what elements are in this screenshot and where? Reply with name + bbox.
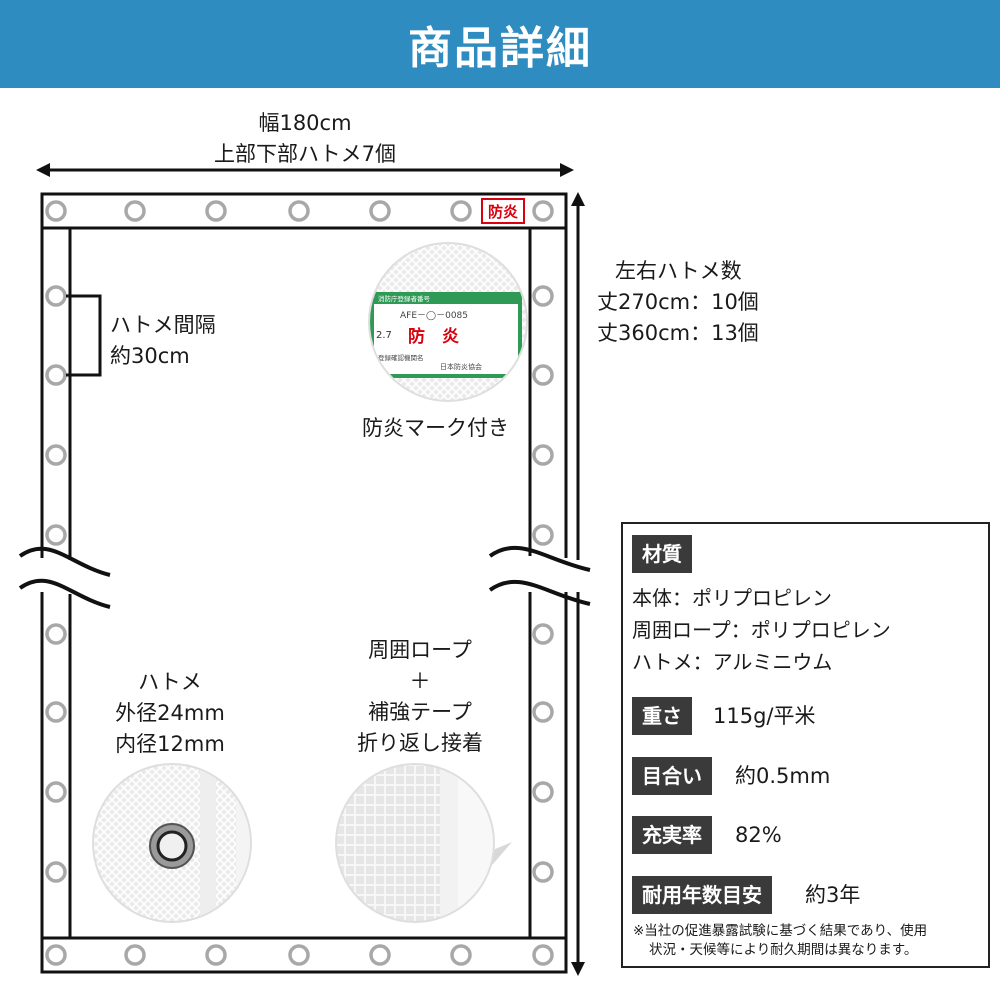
flame-mark-caption: 防炎マーク付き: [362, 416, 509, 440]
edge-fold: 折り返し接着: [357, 731, 483, 755]
note-line-2: 状況・天候等により耐久期間は異なります。: [649, 942, 918, 958]
page-title: 商品詳細: [0, 0, 1000, 88]
edge-caption: 周囲ロープ ＋ 補強テープ 折り返し接着: [320, 635, 520, 759]
fill-rate-tag: 充実率: [632, 816, 712, 854]
flame-label-code: AFE－◯－0085: [400, 311, 468, 321]
fill-rate-value: 82%: [735, 823, 782, 847]
material-grommet: ハトメ：アルミニウム: [632, 650, 833, 674]
flame-label-mark: 防 炎: [408, 326, 459, 347]
note-line-1: ※当社の促進暴露試験に基づく結果であり、使用: [633, 923, 928, 939]
material-body: 本体：ポリプロピレン: [632, 586, 832, 610]
break-mark: [0, 545, 600, 609]
width-arrow: [36, 163, 574, 177]
flame-label-footer2: 日本防炎協会: [440, 362, 482, 371]
mesh-tag: 目合い: [632, 757, 712, 795]
weight-tag: 重さ: [632, 697, 692, 735]
width-label: 幅180cm 上部下部ハトメ7個: [200, 108, 410, 170]
spacing-label: ハトメ間隔 約30cm: [110, 310, 216, 372]
grommet-inner: 内径12mm: [115, 732, 225, 756]
grommets: [45, 200, 554, 966]
material-rope: 周囲ロープ：ポリプロピレン: [632, 618, 891, 642]
spacing-title: ハトメ間隔: [110, 313, 216, 337]
spacing-bracket: [66, 294, 102, 377]
edge-plus: ＋: [409, 669, 431, 693]
material-tag: 材質: [632, 535, 692, 573]
grommet-callout: [92, 763, 252, 923]
durability-note: ※当社の促進暴露試験に基づく結果であり、使用 状況・天候等により耐久期間は異なり…: [633, 922, 927, 960]
spacing-value: 約30cm: [110, 344, 190, 368]
edge-callout: [335, 763, 512, 923]
sheet-outline: [40, 192, 568, 974]
side-grommet-title: 左右ハトメ数: [615, 259, 742, 283]
lifespan-value: 約3年: [805, 883, 861, 907]
side-grommet-label: 左右ハトメ数 丈270cm：10個 丈360cm：13個: [597, 256, 759, 349]
mesh-value: 約0.5mm: [735, 764, 831, 788]
side-grommet-270: 丈270cm：10個: [597, 290, 759, 314]
flame-label-top: 消防庁登録者番号: [378, 294, 431, 303]
flame-label-number: 2.7: [376, 330, 392, 341]
weight-value: 115g/平米: [713, 704, 816, 728]
spec-panel: 材質 本体：ポリプロピレン 周囲ロープ：ポリプロピレン ハトメ：アルミニウム 重…: [621, 522, 990, 968]
side-grommet-360: 丈360cm：13個: [597, 321, 759, 345]
flame-badge: 防炎: [481, 198, 525, 224]
width-value: 幅180cm: [258, 111, 352, 135]
top-bottom-grommet-count: 上部下部ハトメ7個: [214, 142, 396, 166]
grommet-outer: 外径24mm: [115, 701, 225, 725]
edge-rope: 周囲ロープ: [368, 638, 472, 662]
flame-label-footer1: 登録確認機関名: [378, 353, 424, 362]
grommet-title: ハトメ: [138, 670, 202, 694]
edge-tape: 補強テープ: [368, 700, 472, 724]
lifespan-tag: 耐用年数目安: [632, 876, 772, 914]
flame-badge-text: 防炎: [488, 203, 518, 221]
grommet-caption: ハトメ 外径24mm 内径12mm: [90, 667, 250, 760]
flame-mark-callout: 消防庁登録者番号 AFE－◯－0085 2.7 防 炎 登録確認機関名 日本防炎…: [368, 242, 528, 402]
